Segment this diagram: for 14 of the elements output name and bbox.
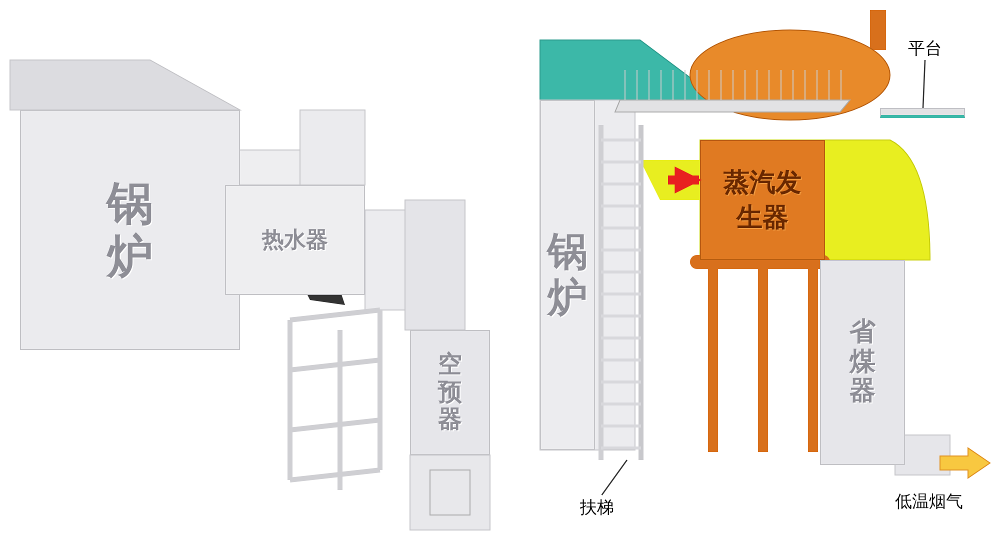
flow-label: 低温烟气 bbox=[895, 491, 963, 513]
boiler-block: 锅炉 bbox=[540, 100, 595, 450]
boiler-block: 锅炉 bbox=[20, 110, 240, 350]
platform bbox=[880, 108, 965, 118]
steam-generator-block: 蒸汽发生器 bbox=[700, 140, 825, 260]
economizer-block: 省煤器 bbox=[820, 260, 905, 465]
part-label: 平台 bbox=[900, 36, 950, 60]
heater-block: 热水器 bbox=[225, 185, 365, 295]
ladder bbox=[597, 125, 645, 460]
air-preheater-block: 空预器 bbox=[410, 330, 490, 455]
arrow bbox=[668, 166, 702, 194]
part-label: 扶梯 bbox=[572, 495, 622, 519]
leader-line bbox=[922, 60, 926, 108]
leader-line bbox=[601, 460, 628, 496]
